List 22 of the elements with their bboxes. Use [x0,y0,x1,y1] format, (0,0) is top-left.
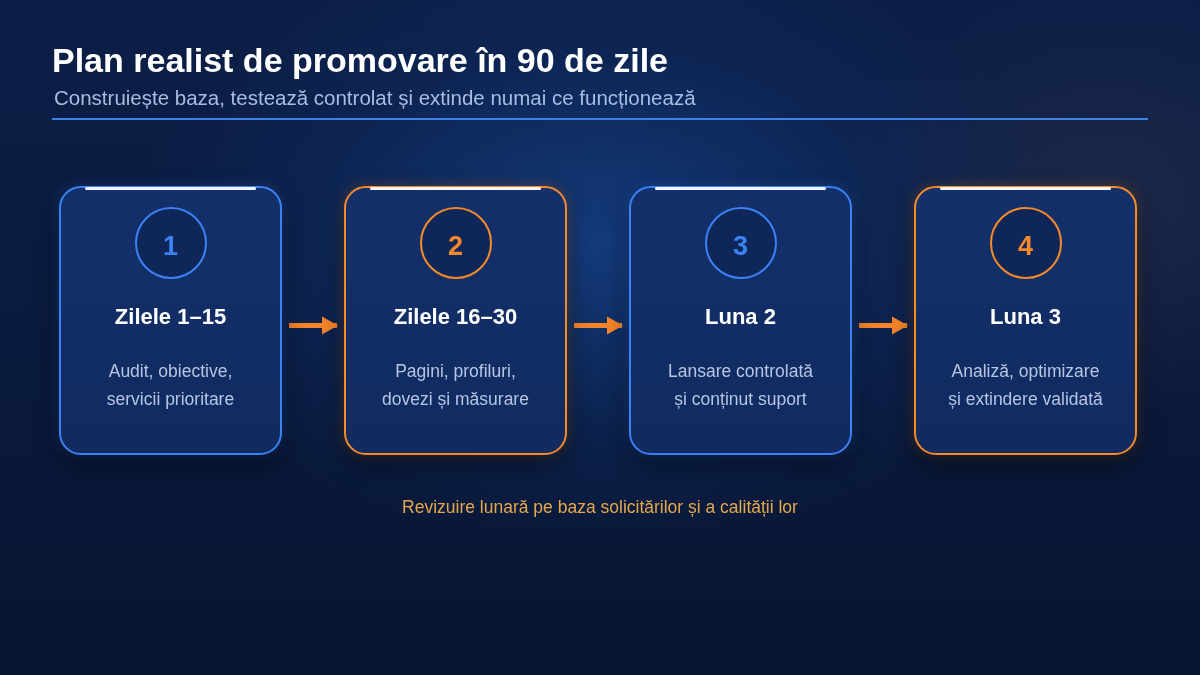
arrow [574,316,623,335]
step-number-circle: 3 [704,207,777,279]
step-title: Zilele 16–30 [393,303,518,330]
step-title: Zilele 1–15 [114,303,227,330]
step-card [59,186,282,455]
arrow [859,316,908,335]
subtitle: Construiește baza, testează controlat și extinde numai ce funcționează [54,85,696,111]
step-number-circle: 4 [989,207,1062,279]
step-description: Pagini, profiluri, dovezi și măsurare [381,360,530,411]
arrow [289,316,338,335]
step-description: Lansare controlată și conținut suport [667,360,814,411]
step-number-circle: 2 [419,207,492,279]
step-card [914,186,1137,455]
step-description: Analiză, optimizare și extindere validată [947,360,1104,411]
step-title: Luna 2 [705,303,776,330]
step-description: Audit, obiective, servicii prioritare [105,360,236,411]
step-title: Luna 3 [990,303,1061,330]
step-number-circle: 1 [134,207,207,279]
step-card [629,186,852,455]
note: Revizuire lunară pe baza solicitărilor și a calității lor [402,496,798,518]
step-card [344,186,567,455]
title: Plan realist de promovare în 90 de zile [52,40,669,80]
